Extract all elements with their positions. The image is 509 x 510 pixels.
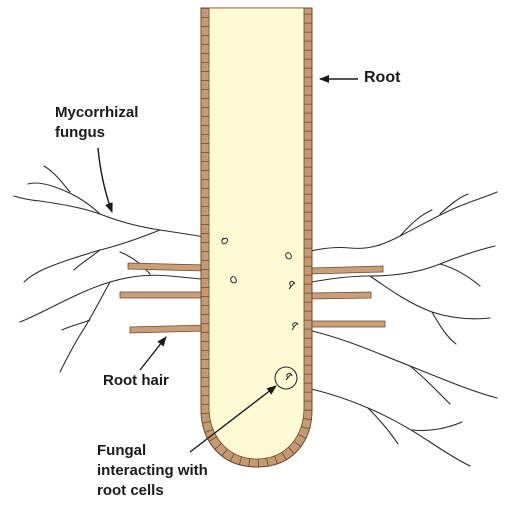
mycorrhizal-fungus-label: Mycorrhizal fungus bbox=[55, 103, 138, 143]
fungal-label-line3: root cells bbox=[97, 481, 208, 501]
mycorrhizal-arrow bbox=[98, 148, 112, 212]
mycorrhizal-label-line1: Mycorrhizal bbox=[55, 103, 138, 123]
fungal-interaction-label: Fungal interacting with root cells bbox=[97, 441, 208, 501]
root-hair-label-text: Root hair bbox=[103, 371, 169, 391]
fungal-label-line1: Fungal bbox=[97, 441, 208, 461]
root-hair-arrow bbox=[140, 337, 166, 370]
root-label-text: Root bbox=[364, 68, 400, 88]
root-hair-label: Root hair bbox=[103, 371, 169, 391]
root-label: Root bbox=[364, 68, 400, 88]
fungal-label-line2: interacting with bbox=[97, 461, 208, 481]
mycorrhizal-label-line2: fungus bbox=[55, 123, 138, 143]
root-body bbox=[201, 8, 312, 467]
